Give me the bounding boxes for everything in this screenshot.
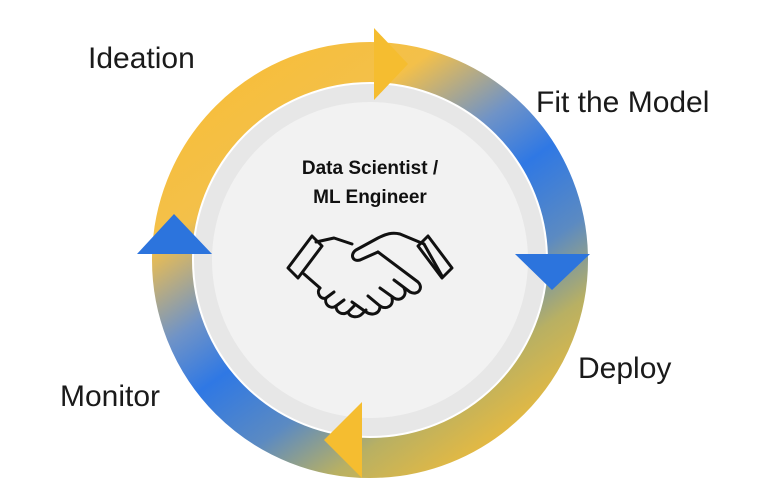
ideation-to-fit-arrow: [374, 28, 408, 100]
stage-label-fit-the-model: Fit the Model: [536, 86, 710, 119]
stage-label-ideation: Ideation: [88, 42, 195, 75]
center-line-2: ML Engineer: [313, 187, 427, 208]
stage-label-monitor: Monitor: [60, 380, 161, 413]
handshake-icon: [286, 231, 454, 319]
fit-to-deploy-arrow: [515, 254, 590, 290]
deploy-to-monitor-arrow: [324, 402, 362, 478]
monitor-to-ideation-arrow: [137, 214, 212, 254]
center-line-1: Data Scientist /: [301, 158, 439, 179]
center-role-label: Data Scientist / ML Engineer: [260, 154, 480, 212]
stage-label-deploy: Deploy: [578, 352, 672, 385]
inner-disc: [212, 102, 528, 418]
